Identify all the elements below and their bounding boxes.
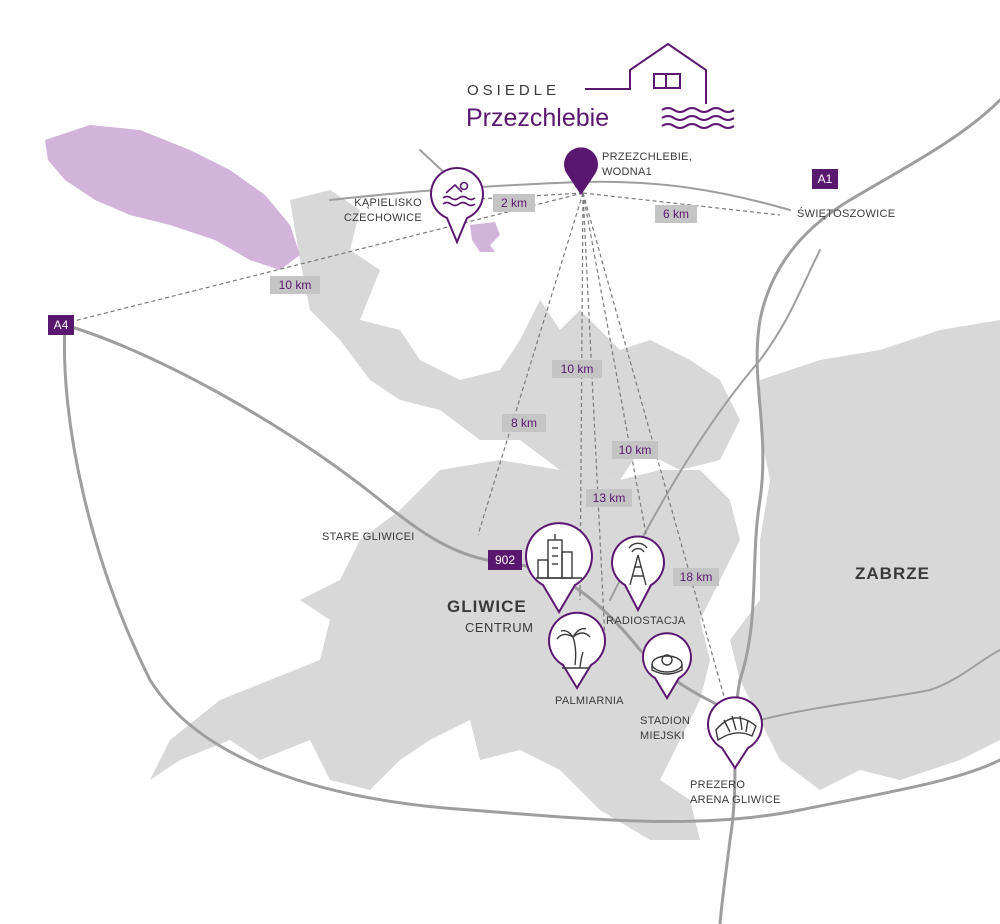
label-radiostacja: RADIOSTACJA — [606, 615, 686, 627]
line-arena — [582, 192, 726, 701]
map-pin-icon[interactable] — [563, 147, 598, 195]
pin-radiostacja — [611, 535, 665, 613]
location-label: PRZEZCHLEBIE, WODNA1 — [602, 150, 692, 180]
stadium-icon — [651, 654, 683, 675]
road-diagonal — [609, 249, 821, 601]
label-swietoszowice: ŚWIĘTOSZOWICE — [797, 208, 896, 220]
label-centrum: CENTRUM — [465, 620, 534, 635]
palm-tree-icon — [556, 627, 591, 669]
distance-centrum: 8 km — [502, 414, 546, 432]
arena-icon — [715, 715, 757, 742]
line-swietoszowice — [582, 192, 781, 216]
distance-stadion: 13 km — [586, 489, 632, 507]
label-zabrze: ZABRZE — [855, 564, 930, 583]
radio-tower-icon — [628, 542, 648, 586]
poi-kapielisko[interactable] — [430, 167, 484, 245]
lake-large — [45, 125, 300, 270]
logo-line1: OSIEDLE — [467, 82, 561, 99]
pin-palmiarnia — [548, 611, 606, 690]
poi-centrum[interactable] — [525, 522, 593, 614]
distance-kapielisko: 2 km — [493, 194, 535, 212]
kapielisko-line2: CZECHOWICE — [343, 212, 422, 224]
pin-centrum — [525, 522, 593, 614]
location-line1: PRZEZCHLEBIE, — [602, 151, 693, 163]
logo-line2: Przezchlebie — [466, 104, 610, 132]
urban-area-zabrze — [730, 320, 1000, 790]
stadion-line1: STADION — [640, 715, 691, 727]
line-radiostacja — [582, 192, 649, 546]
label-palmiarnia: PALMIARNIA — [555, 695, 624, 707]
swimmer-icon — [442, 181, 476, 207]
lakes — [45, 125, 500, 270]
label-arena: PREZERO ARENA GLIWICE — [690, 778, 781, 808]
road-east — [759, 649, 1000, 721]
line-stadion — [582, 192, 606, 641]
road-badge-902: 902 — [488, 550, 522, 570]
label-gliwice: GLIWICE — [447, 597, 527, 616]
stadion-line2: MIEJSKI — [640, 730, 685, 742]
label-stare-gliwice: STARE GLIWICEI — [322, 531, 415, 543]
distance-swietoszowice: 6 km — [655, 205, 697, 223]
label-kapielisko: KĄPIELISKO CZECHOWICE — [342, 196, 422, 226]
distance-radiostacja: 10 km — [612, 441, 658, 459]
kapielisko-line1: KĄPIELISKO — [354, 197, 422, 209]
poi-arena[interactable] — [707, 696, 763, 770]
label-stadion: STADION MIEJSKI — [640, 714, 690, 744]
road-badge-a1: A1 — [812, 169, 838, 189]
city-buildings-icon — [536, 534, 582, 579]
poi-palmiarnia[interactable] — [548, 611, 606, 690]
road-a1 — [718, 98, 1000, 924]
road-badge-a4: A4 — [48, 315, 74, 335]
house-logo-icon — [585, 42, 735, 129]
road-a4 — [63, 323, 1000, 824]
poi-radiostacja[interactable] — [611, 535, 665, 613]
poi-stadion[interactable] — [642, 632, 692, 700]
location-line2: WODNA1 — [602, 166, 653, 178]
line-centrum — [477, 192, 584, 536]
distance-palmiarnia: 10 km — [552, 360, 602, 378]
arena-line1: PREZERO — [690, 779, 746, 791]
distance-a4: 10 km — [270, 276, 320, 294]
distance-arena: 18 km — [673, 568, 719, 586]
lake-small — [470, 222, 500, 252]
arena-line2: ARENA GLIWICE — [690, 794, 781, 806]
urban-area-north — [290, 190, 740, 480]
